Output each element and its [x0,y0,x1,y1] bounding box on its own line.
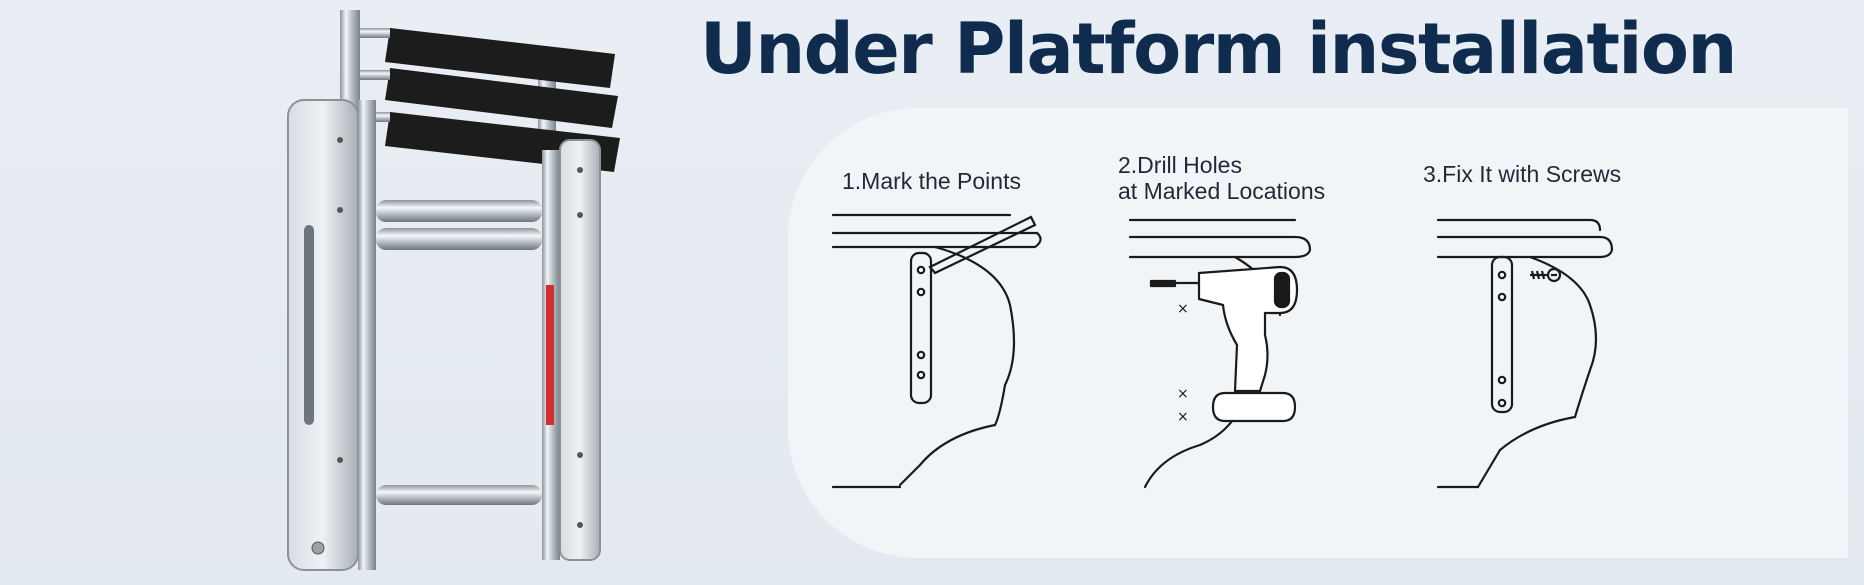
svg-text:×: × [1177,301,1189,317]
bracket-outline [909,251,933,405]
drill-icon [1149,265,1299,423]
step-1-illustration [831,213,1042,489]
step-2-label-line2: at Marked Locations [1118,178,1326,204]
screw-icon [1530,267,1562,283]
step-3-label: 3.Fix It with Screws [1423,161,1622,187]
svg-text:×: × [1177,409,1189,425]
step-1-label: 1.Mark the Points [842,168,1021,194]
step-2-label-line1: 2.Drill Holes [1118,152,1242,178]
installation-steps-panel [788,108,1848,558]
step-3-illustration [1436,218,1614,489]
pencil-icon [916,215,1037,275]
ladder-product-image [287,10,620,571]
step-2-illustration: × × × [1128,218,1312,489]
step-2-label: 2.Drill Holes at Marked Locations [1118,152,1325,204]
svg-text:×: × [1177,386,1189,402]
page-title: Under Platform installation [700,8,1737,90]
bracket-outline-3 [1490,255,1514,414]
